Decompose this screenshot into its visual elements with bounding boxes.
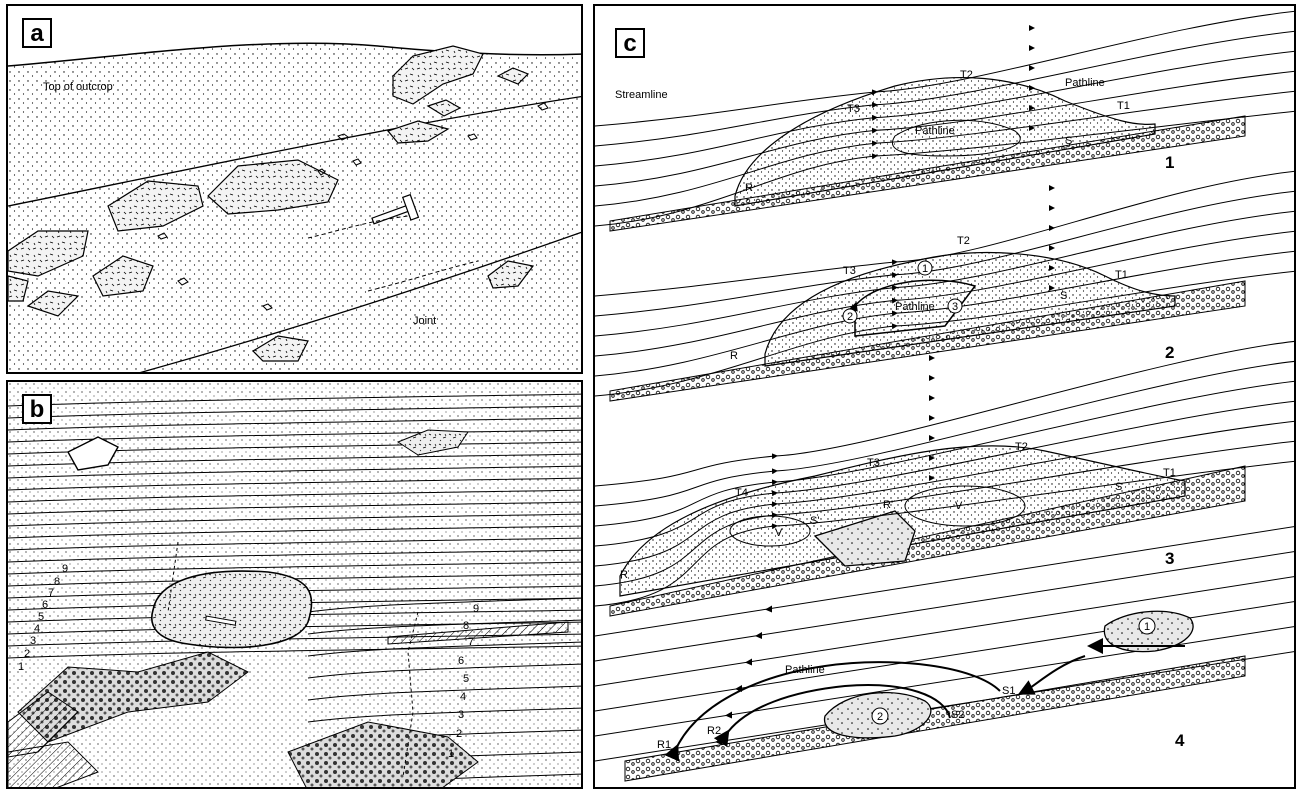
bed-number-right: 6	[458, 655, 464, 667]
stage2-circle-2: 2	[847, 311, 853, 323]
bed-number-right: 8	[463, 620, 469, 632]
bed-number-left: 8	[54, 576, 60, 588]
bed-number-right: 2	[456, 728, 462, 740]
bed-number-left: 5	[38, 611, 44, 623]
streamline-label: Streamline	[615, 89, 668, 101]
stage1-S: S	[1065, 135, 1072, 147]
panel-b-label: b	[22, 394, 52, 424]
panel-b: b	[6, 380, 583, 789]
stage2-T1: T1	[1115, 269, 1128, 281]
stage3-T1: T1	[1163, 467, 1176, 479]
panel-a-drawing: Top of outcrop Joint	[8, 6, 583, 374]
bed-number-right: 4	[460, 691, 466, 703]
stage3-T2: T2	[1015, 441, 1028, 453]
bed-number-right: 3	[458, 709, 464, 721]
panel-c-drawing: 1 Streamline Pathline Pathline T2 T3 T1 …	[595, 6, 1296, 789]
stage3-V2: V	[775, 527, 783, 539]
panel-a: a	[6, 4, 583, 374]
panel-c-label: c	[615, 28, 645, 58]
stage-4-number: 4	[1175, 731, 1185, 750]
pathline-label-1: Pathline	[1065, 77, 1105, 89]
stage4-R2: R2	[707, 725, 721, 737]
stage3-S: S	[1115, 481, 1122, 493]
stage1-R: R	[745, 182, 753, 194]
large-clast	[152, 571, 312, 647]
bed-number-right: 7	[468, 636, 474, 648]
stage-1: 1 Streamline Pathline Pathline T2 T3 T1 …	[595, 11, 1296, 231]
stage1-T2: T2	[960, 69, 973, 81]
stage-2-number: 2	[1165, 343, 1174, 362]
bed-number-right: 1	[448, 748, 454, 760]
stage2-circle-1: 1	[922, 263, 928, 275]
stage3-Rprime: R'	[883, 499, 893, 511]
pathline-label-4: Pathline	[785, 664, 825, 676]
stage1-T1: T1	[1117, 100, 1130, 112]
bed-number-right: 5	[463, 673, 469, 685]
panel-a-label: a	[22, 18, 52, 48]
pathline-label-2: Pathline	[895, 301, 935, 313]
stage4-R1: R1	[657, 739, 671, 751]
bed-number-left: 1	[18, 661, 24, 673]
stage2-R: R	[730, 350, 738, 362]
top-of-outcrop-label: Top of outcrop	[43, 81, 113, 93]
stage3-T3: T3	[867, 457, 880, 469]
bed-number-left: 6	[42, 599, 48, 611]
stage3-V1: V	[955, 500, 963, 512]
bed-number-left: 4	[34, 623, 40, 635]
stage3-R: R	[620, 569, 628, 581]
stage4-circle-1: 1	[1144, 621, 1150, 633]
stage4-S2: S2	[951, 709, 964, 721]
bed-number-right: 9	[473, 603, 479, 615]
stage-1-number: 1	[1165, 153, 1174, 172]
stage2-S: S	[1060, 290, 1067, 302]
stage4-circle-2: 2	[877, 711, 883, 723]
panel-c: c 1	[593, 4, 1296, 789]
bed-number-left: 9	[62, 563, 68, 575]
stage2-circle-3: 3	[952, 301, 958, 313]
bed-number-left: 7	[48, 587, 54, 599]
stage-3-number: 3	[1165, 549, 1174, 568]
pathline-label-1b: Pathline	[915, 125, 955, 137]
joint-label: Joint	[413, 315, 436, 327]
stage3-T4: T4	[735, 487, 748, 499]
stage2-T3: T3	[843, 265, 856, 277]
bed-number-left: 3	[30, 635, 36, 647]
stage1-T3: T3	[847, 103, 860, 115]
bed-number-left: 2	[24, 648, 30, 660]
stage3-Sprime: S'	[810, 515, 819, 527]
stage4-S1: S1	[1002, 685, 1015, 697]
stage2-T2: T2	[957, 235, 970, 247]
